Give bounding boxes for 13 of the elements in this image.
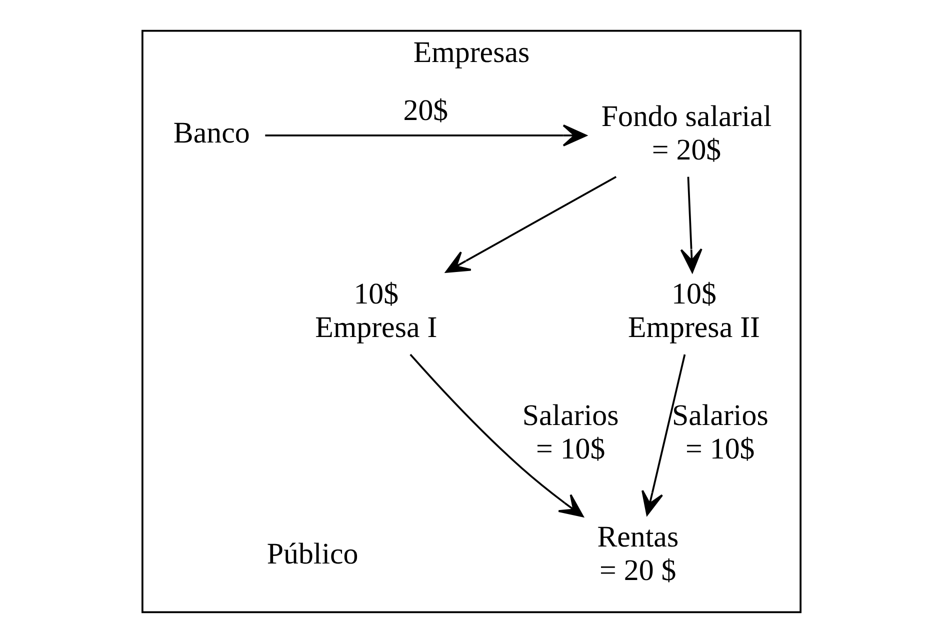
node-text: Rentas = 20 $	[597, 520, 679, 588]
arrow	[445, 176, 617, 273]
edge-label: Salarios = 10$	[672, 398, 768, 466]
node-text: Banco	[173, 116, 250, 150]
edge-label: Salarios = 10$	[522, 398, 619, 466]
arrow	[265, 124, 587, 146]
arrow	[410, 354, 584, 518]
node-text: 10$ Empresa II	[628, 277, 760, 344]
node-text: 10$ Empresa I	[315, 277, 438, 344]
edge-label: 20$	[403, 94, 448, 128]
node-text: Fondo salarial = 20$	[601, 100, 772, 166]
arrow	[642, 354, 686, 516]
arrow	[680, 176, 702, 273]
